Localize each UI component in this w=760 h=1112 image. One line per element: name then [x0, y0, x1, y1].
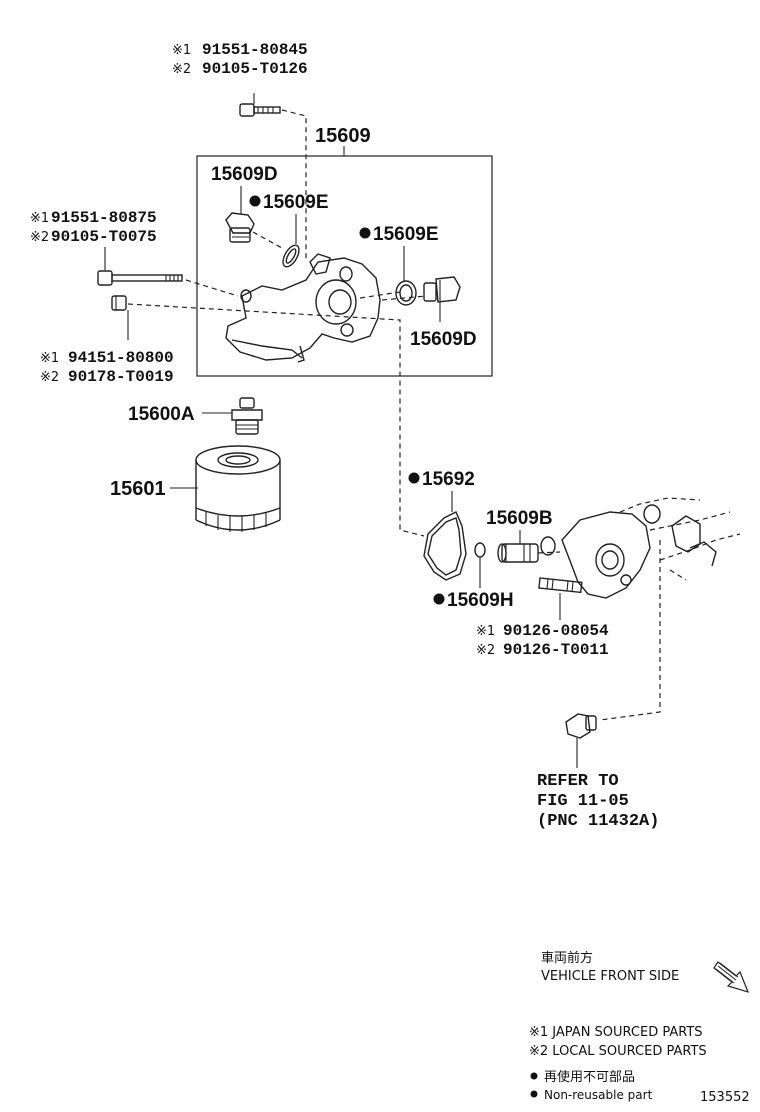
- oring-15609h: [474, 542, 486, 558]
- legend-nonreusable-jp: 再使用不可部品: [544, 1069, 635, 1085]
- part-label-15609h[interactable]: 15609H: [447, 590, 514, 611]
- stud-partno-2[interactable]: 90126-T0011: [503, 641, 609, 659]
- legend-dot-icon: [530, 1072, 538, 1080]
- gasket-15609e-left: [282, 244, 300, 268]
- bolt-top-partno-1[interactable]: 91551-80845: [202, 41, 308, 59]
- union-15600a: [231, 397, 263, 435]
- nut-left-mark1: ※1: [40, 351, 59, 366]
- part-label-15609e-right[interactable]: 15609E: [373, 224, 439, 245]
- bolt-left-partno-1[interactable]: 91551-80875: [51, 209, 157, 227]
- nut-left-partno-2[interactable]: 90178-T0019: [68, 368, 174, 386]
- stud-mark2: ※2: [476, 643, 495, 658]
- part-label-15609[interactable]: 15609: [315, 125, 371, 147]
- oil-filter-bracket-15609: [225, 253, 427, 363]
- figure-id: 153552: [700, 1090, 750, 1105]
- part-label-15601[interactable]: 15601: [110, 478, 166, 500]
- part-label-15609d-right[interactable]: 15609D: [410, 329, 477, 350]
- legend-nonreusable-en: Non-reusable part: [544, 1088, 653, 1102]
- nut-left-drawing: [111, 295, 425, 537]
- bolt-left-drawing: [97, 247, 239, 297]
- oil-filter-15601: [195, 445, 281, 532]
- nut-left-partno-1[interactable]: 94151-80800: [68, 349, 174, 367]
- bolt-left-partno-2[interactable]: 90105-T0075: [51, 228, 157, 246]
- bolt-left-mark2: ※2: [30, 230, 49, 245]
- bolt-top-drawing: [239, 93, 307, 262]
- legend-local-sourced: ※2 LOCAL SOURCED PARTS: [529, 1044, 707, 1059]
- vehicle-front-en: VEHICLE FRONT SIDE: [541, 969, 679, 984]
- part-label-15609d-top[interactable]: 15609D: [211, 164, 278, 185]
- bolt-left-mark1: ※1: [30, 211, 49, 226]
- vehicle-front-jp: 車両前方: [541, 950, 593, 966]
- vehicle-front-arrow-icon: [713, 961, 750, 993]
- refer-line-3[interactable]: (PNC 11432A): [537, 812, 659, 831]
- plug-15609d-right: [423, 276, 461, 303]
- engine-block-fragment: [540, 497, 741, 721]
- part-label-15600a[interactable]: 15600A: [128, 404, 195, 425]
- nonreusable-dot-15609h: [433, 593, 445, 605]
- stud-bolt-drawing: [538, 577, 583, 620]
- refer-line-2[interactable]: FIG 11-05: [537, 792, 629, 811]
- stud-mark1: ※1: [476, 624, 495, 639]
- stud-partno-1[interactable]: 90126-08054: [503, 622, 609, 640]
- nonreusable-dot-15692: [408, 472, 420, 484]
- pipe-15609b: [497, 543, 561, 563]
- refer-line-1[interactable]: REFER TO: [537, 772, 619, 791]
- bolt-top-mark1: ※1: [172, 43, 191, 58]
- gasket-15692: [423, 511, 467, 581]
- union-bolt-refer: [565, 713, 597, 768]
- legend-dot-icon-2: [530, 1090, 538, 1098]
- nut-left-mark2: ※2: [40, 370, 59, 385]
- bolt-top-mark2: ※2: [172, 62, 191, 77]
- nonreusable-dot-15609e-left: [249, 195, 261, 207]
- nonreusable-dot-15609e-right: [359, 227, 371, 239]
- part-label-15609e-left[interactable]: 15609E: [263, 192, 329, 213]
- plug-15609d-left: [225, 212, 283, 249]
- bolt-top-partno-2[interactable]: 90105-T0126: [202, 60, 308, 78]
- part-label-15692[interactable]: 15692: [422, 469, 475, 490]
- legend-japan-sourced: ※1 JAPAN SOURCED PARTS: [529, 1025, 703, 1040]
- part-label-15609b[interactable]: 15609B: [486, 508, 553, 529]
